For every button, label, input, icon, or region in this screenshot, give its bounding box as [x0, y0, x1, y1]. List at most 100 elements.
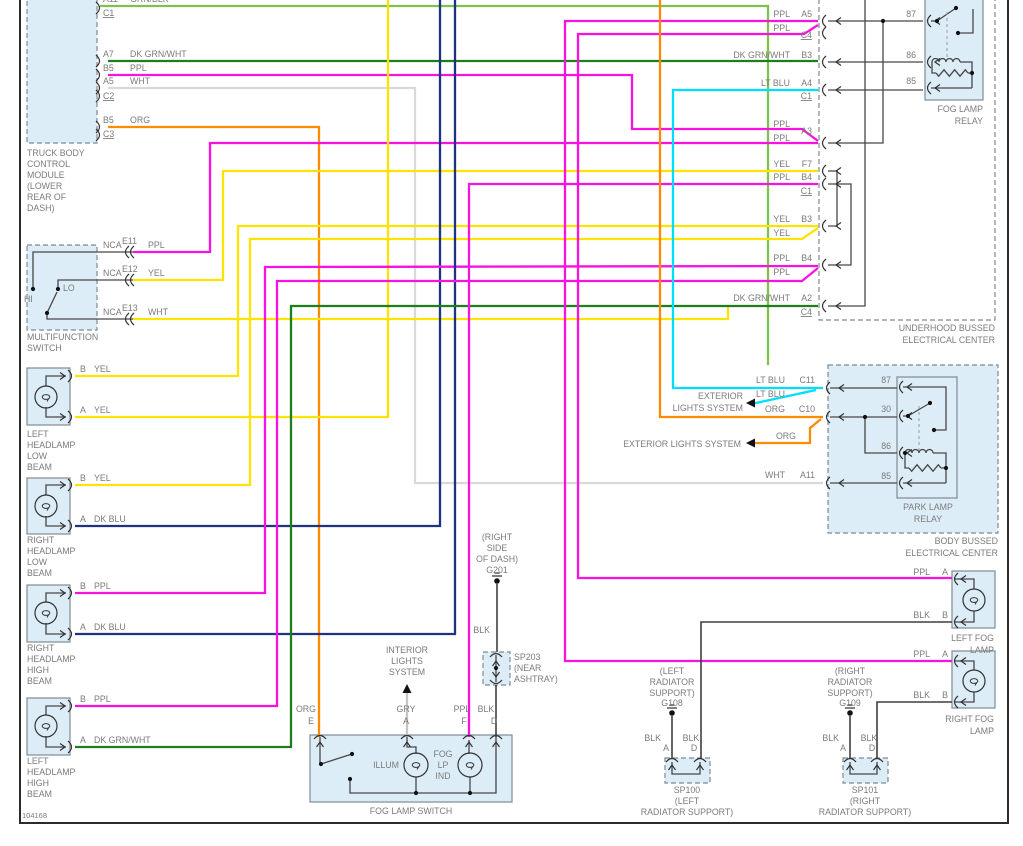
ppl-e11-to-a3-wire	[133, 141, 818, 254]
arrowhead-icon	[933, 84, 941, 92]
label: BODY BUSSED	[935, 536, 998, 546]
label: DK BLU	[94, 622, 126, 632]
arrowhead-icon	[403, 740, 411, 748]
ground-icon	[494, 578, 500, 584]
label: C3	[103, 129, 114, 139]
label: E	[308, 716, 314, 726]
label: B	[942, 610, 948, 620]
label: G201	[486, 565, 508, 575]
internal-line	[32, 251, 133, 288]
label: NCA	[103, 240, 122, 250]
junction-dot	[953, 5, 959, 11]
lamp-bulb-icon	[34, 601, 58, 625]
connector-bracket-icon	[489, 679, 503, 685]
connector-bracket-icon	[665, 757, 679, 763]
connector-bracket-icon	[124, 245, 130, 259]
system-arrow-icon	[746, 438, 755, 448]
label: FOG LAMP	[938, 104, 984, 114]
connector-bracket-icon	[462, 734, 476, 740]
fog-lamp-switch-box	[309, 734, 513, 803]
label: RIGHT	[27, 535, 55, 545]
label: G108	[661, 698, 683, 708]
internal-line	[828, 183, 852, 266]
arrowhead-icon	[834, 222, 842, 230]
label: MODULE	[27, 170, 65, 180]
label: LT BLU	[756, 389, 785, 399]
label: DK GRN/WHT	[733, 293, 790, 303]
internal-line	[45, 484, 66, 495]
label: DK GRN/WHT	[130, 49, 187, 59]
label: RIGHT	[27, 643, 55, 653]
connector-bracket-icon	[67, 369, 73, 383]
lamp-filament-icon	[41, 394, 51, 400]
lamp-filament-icon	[465, 762, 475, 768]
label: A	[403, 716, 409, 726]
lamp-filament-icon	[46, 507, 49, 511]
junction-dot	[969, 70, 975, 76]
ground-icon	[847, 710, 853, 716]
junction-dot	[955, 30, 961, 36]
label: F	[461, 716, 467, 726]
internal-line	[45, 516, 66, 527]
arrowhead-icon	[959, 618, 967, 626]
label: WHT	[148, 307, 169, 317]
lamp-bulb-icon	[34, 714, 58, 738]
lamp-bulb-icon	[34, 494, 58, 518]
connector-bracket-icon	[821, 83, 827, 97]
connector-bracket-icon	[67, 478, 73, 492]
ppl-b5-to-a3-wire	[108, 73, 819, 142]
blk-right-fog-to-sp101-wire	[876, 701, 952, 758]
label: LEFT	[27, 429, 49, 439]
label: PPL	[94, 694, 111, 704]
lamp-bulb-icon	[962, 588, 986, 612]
system-arrow-icon	[746, 398, 755, 408]
connector-bracket-icon	[67, 627, 73, 641]
label: GRN/BLK	[130, 0, 169, 4]
label: TRUCK BODY	[27, 148, 85, 158]
label: D	[869, 743, 875, 753]
label: BLK	[644, 733, 661, 743]
label: (LEFT	[660, 666, 685, 676]
grn-blk-c1-wire-wire	[100, 4, 770, 365]
label: E13	[122, 303, 138, 313]
arrowhead-icon	[59, 702, 67, 710]
label: (NEAR	[514, 663, 541, 673]
label: EXTERIOR LIGHTS SYSTEM	[623, 439, 741, 449]
label: SP203	[514, 652, 541, 662]
label: NCA	[103, 268, 122, 278]
label: RADIATOR	[828, 677, 873, 687]
yel-rh-low-b-to-b3-wire	[75, 227, 819, 487]
label: ORG	[130, 115, 150, 125]
label: YEL	[773, 228, 790, 238]
connector-bracket-icon	[67, 586, 73, 600]
multifunction-switch-box	[26, 244, 98, 331]
yel-e12-to-f7-wire	[133, 169, 818, 282]
label: UNDERHOOD BUSSED	[899, 323, 995, 333]
label: HIGH	[27, 665, 49, 675]
connector-bracket-icon	[843, 757, 857, 763]
label: LIGHTS SYSTEM	[673, 403, 743, 413]
label: EXTERIOR	[698, 391, 743, 401]
label: B5	[103, 115, 114, 125]
dk-blu-rh-low-a-wire	[75, 0, 442, 528]
connector-bracket-icon	[95, 81, 101, 95]
label: A	[942, 649, 948, 659]
internal-line	[45, 736, 66, 748]
org-b5-to-switch-e-wire	[108, 125, 321, 737]
label: A4	[801, 78, 812, 88]
relay-resistor	[908, 463, 942, 473]
internal-line	[45, 623, 66, 635]
internal-line	[904, 453, 909, 469]
label: B	[80, 473, 86, 483]
label: C10	[799, 404, 815, 414]
label: RIGHT FOG	[945, 714, 994, 724]
connector-bracket-icon	[821, 26, 827, 40]
connector-bracket-icon	[129, 312, 135, 326]
label: LEFT FOG	[951, 633, 994, 643]
label: PPL	[773, 133, 790, 143]
label: WHT	[130, 76, 151, 86]
internal-line	[933, 452, 947, 483]
label: 104168	[22, 811, 47, 820]
lt-blu-a4-to-c11-wire	[671, 88, 823, 390]
connector-bracket-icon	[313, 734, 327, 740]
